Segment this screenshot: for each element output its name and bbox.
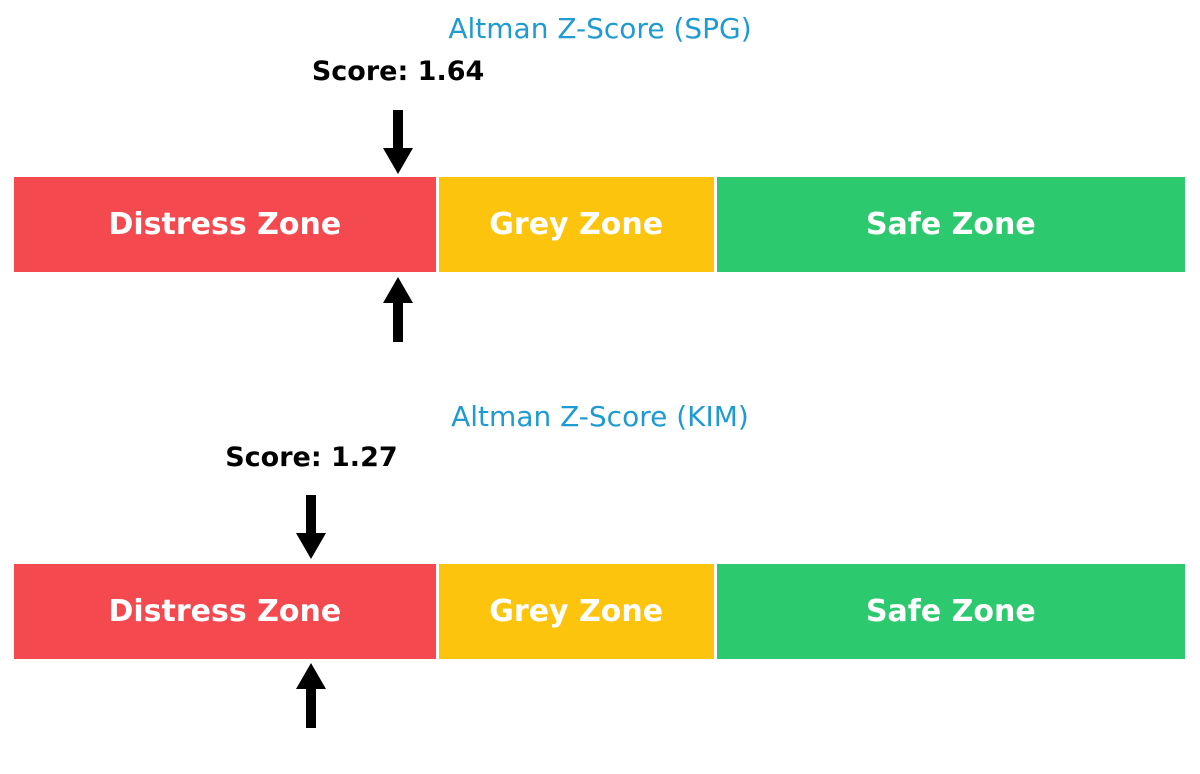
down-arrow-row — [14, 110, 1185, 174]
zone-grey: Grey Zone — [438, 177, 714, 272]
up-arrow-icon — [383, 277, 414, 342]
zone-bar: Distress Zone Grey Zone Safe Zone — [14, 564, 1185, 659]
zone-bar: Distress Zone Grey Zone Safe Zone — [14, 177, 1185, 272]
zone-label: Grey Zone — [489, 594, 664, 629]
arrow-shaft — [393, 303, 404, 342]
zone-distress: Distress Zone — [14, 564, 436, 659]
zone-safe: Safe Zone — [716, 564, 1185, 659]
arrow-shaft — [306, 495, 317, 533]
arrow-head — [383, 277, 414, 303]
arrow-head — [383, 148, 414, 174]
score-annotation-row: Score: 1.64 — [14, 57, 1185, 87]
zscore-chart-spg: Altman Z-Score (SPG) Score: 1.64 Distres… — [0, 0, 1200, 342]
zone-safe: Safe Zone — [716, 177, 1185, 272]
zscore-page: Altman Z-Score (SPG) Score: 1.64 Distres… — [0, 0, 1200, 728]
zscore-chart-kim: Altman Z-Score (KIM) Score: 1.27 Distres… — [0, 400, 1200, 728]
down-arrow-row — [14, 495, 1185, 559]
zone-label: Grey Zone — [489, 207, 664, 242]
down-arrow-icon — [296, 495, 327, 559]
zone-distress: Distress Zone — [14, 177, 436, 272]
arrow-head — [296, 663, 327, 689]
plot-area: Score: 1.27 Distress Zone Grey Zone Safe… — [14, 443, 1185, 728]
up-arrow-icon — [296, 663, 327, 728]
down-arrow-icon — [383, 110, 414, 174]
score-annotation-row: Score: 1.27 — [14, 443, 1185, 473]
arrow-shaft — [393, 110, 404, 148]
score-label: Score: 1.27 — [225, 442, 398, 473]
zone-label: Safe Zone — [865, 207, 1036, 242]
arrow-shaft — [306, 689, 317, 728]
arrow-head — [296, 533, 327, 559]
zone-label: Distress Zone — [108, 594, 342, 629]
up-arrow-row — [14, 663, 1185, 728]
score-label: Score: 1.64 — [311, 56, 485, 87]
chart-title: Altman Z-Score (KIM) — [451, 400, 749, 433]
up-arrow-row — [14, 277, 1185, 342]
chart-title: Altman Z-Score (SPG) — [448, 12, 752, 45]
zone-label: Distress Zone — [108, 207, 342, 242]
plot-area: Score: 1.64 Distress Zone Grey Zone Safe… — [14, 57, 1185, 342]
zone-grey: Grey Zone — [438, 564, 714, 659]
zone-label: Safe Zone — [865, 594, 1036, 629]
